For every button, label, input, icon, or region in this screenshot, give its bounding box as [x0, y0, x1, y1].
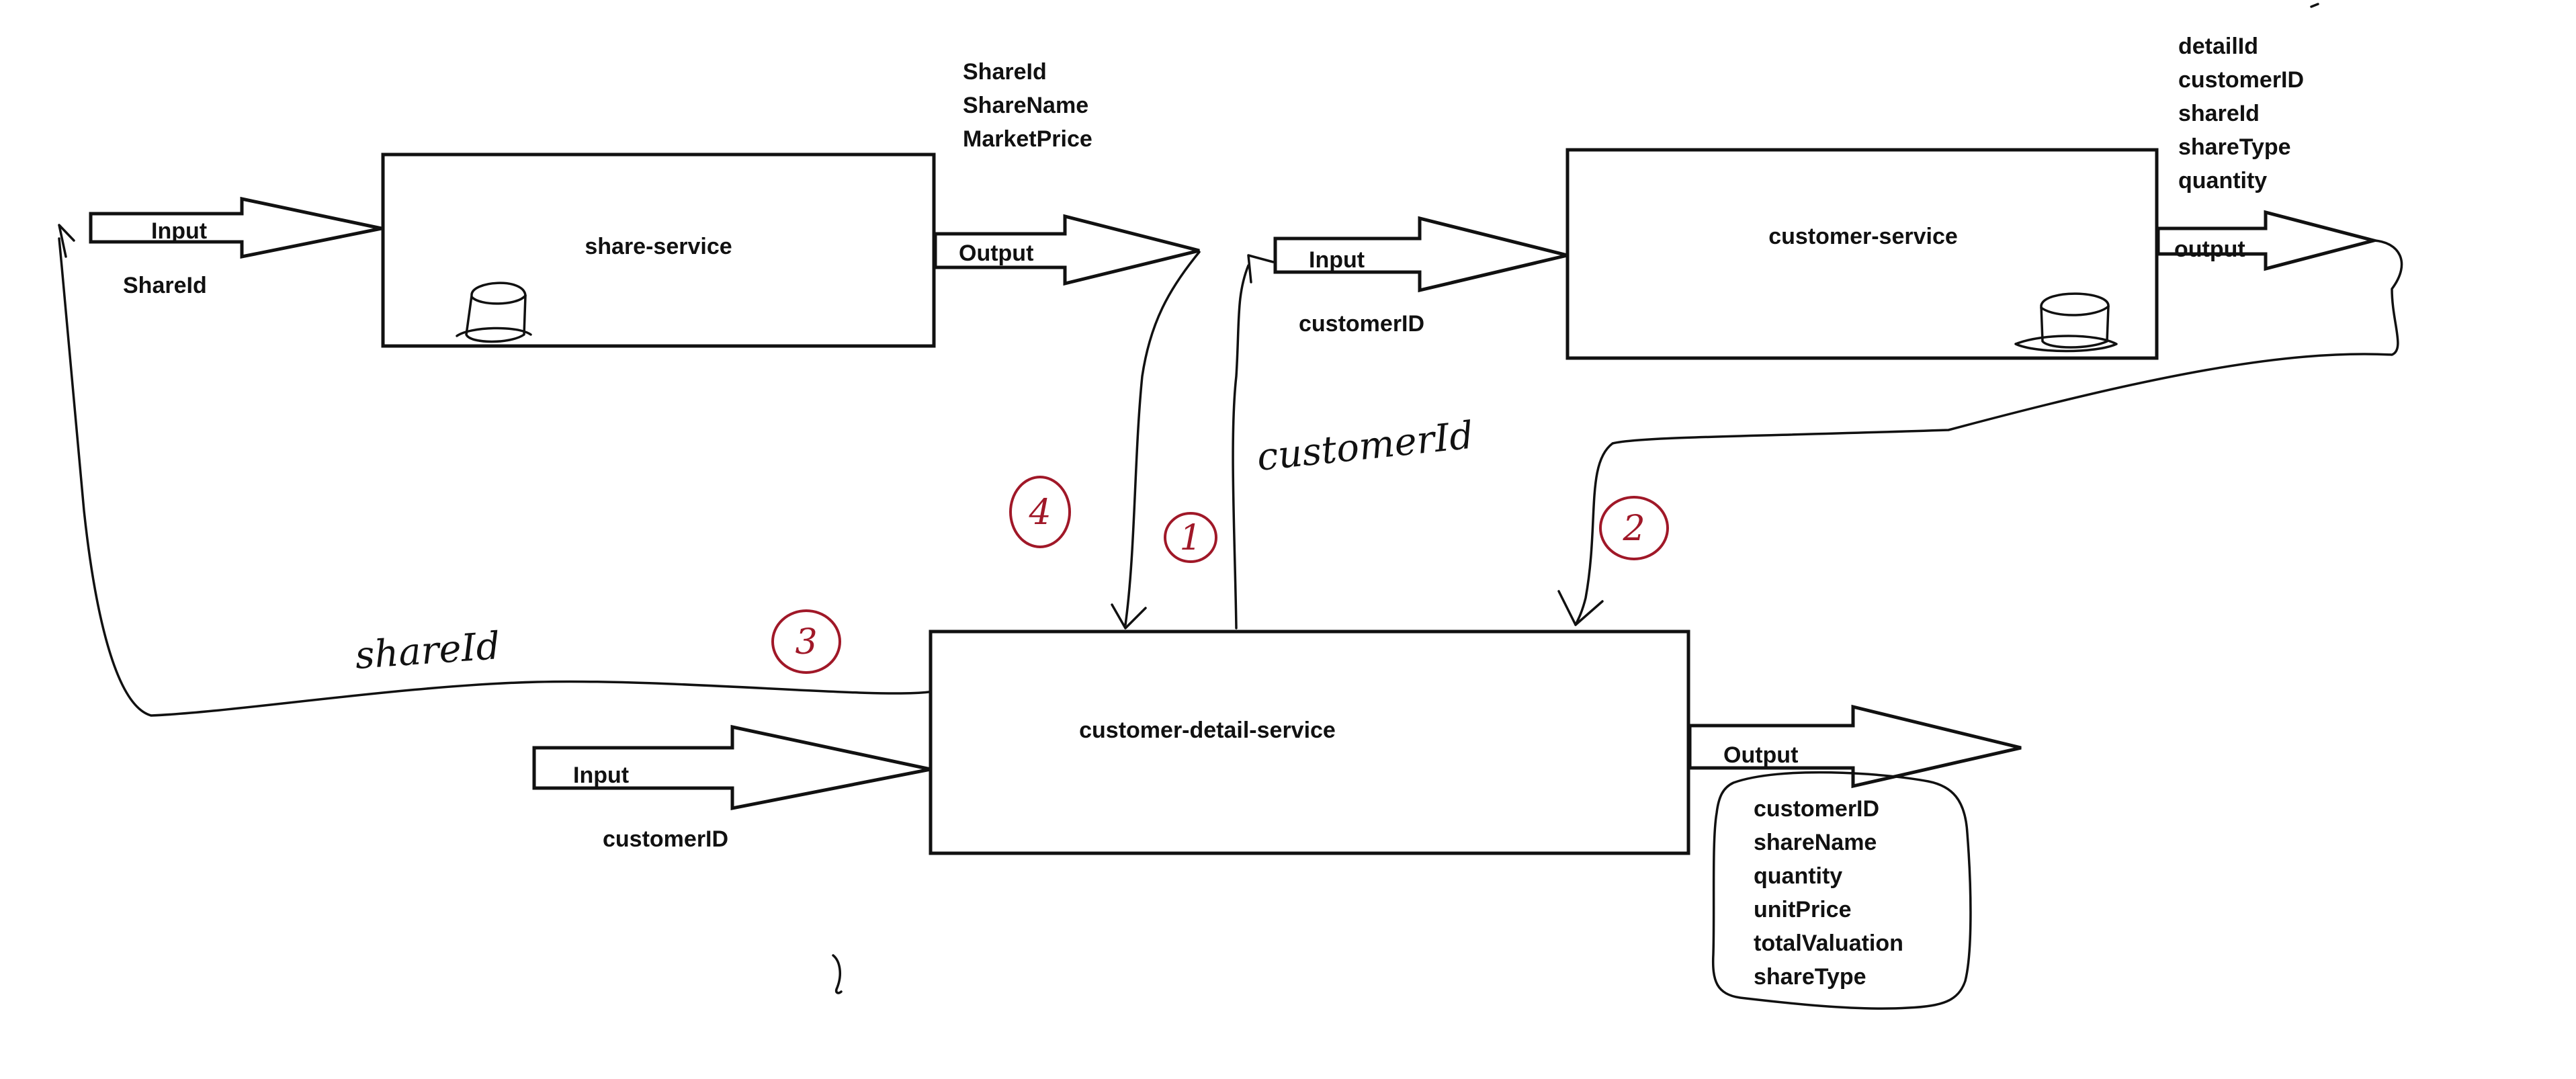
customer-output-field: detailId [2178, 34, 2258, 59]
share-output-field: ShareName [963, 93, 1088, 118]
customer-id-call-label: customerId [1255, 413, 1475, 479]
share-id-call-arrowhead [58, 224, 75, 258]
customer-detail-service-box [929, 630, 1690, 855]
step-marker-1: 1 [1164, 512, 1217, 563]
customer-service-output-fields: detailId customerID shareId shareType qu… [2178, 34, 2304, 193]
customer-service-output-arrow: output [2156, 210, 2380, 271]
customer-detail-output-label: Output [1723, 742, 1798, 768]
share-output-return-arrowhead [1111, 603, 1147, 630]
customer-output-field: customerID [2178, 67, 2304, 93]
customer-detail-input-param: customerID [603, 826, 728, 852]
step-marker-2: 2 [1599, 496, 1669, 560]
detail-output-field: customerID [1754, 796, 1879, 822]
customer-detail-input-arrow: Input [532, 724, 931, 811]
svg-text:3: 3 [795, 622, 817, 662]
share-output-return-line [1124, 251, 1201, 626]
customer-db-icon [2014, 292, 2118, 353]
customer-service-input-label: Input [1309, 247, 1365, 273]
detail-output-field: quantity [1754, 863, 1842, 889]
share-db-icon [456, 282, 532, 343]
customer-detail-service-title: customer-detail-service [1079, 718, 1336, 743]
share-service-input-param: ShareId [123, 273, 207, 298]
customer-service-box [1565, 148, 2159, 360]
svg-text:2: 2 [1622, 509, 1645, 549]
customer-output-return-line [1574, 239, 2403, 626]
detail-output-field: shareName [1754, 830, 1877, 855]
share-service-box [381, 153, 936, 348]
share-service-output-label: Output [959, 241, 1033, 266]
customer-detail-service-node: customer-detail-service [929, 630, 1690, 855]
customer-detail-output-bubble [1711, 771, 1972, 1010]
share-output-field: ShareId [963, 59, 1047, 85]
customer-output-return-arrowhead [1557, 590, 1604, 626]
share-service-output-fields: ShareId ShareName MarketPrice [963, 59, 1092, 152]
detail-output-field: unitPrice [1754, 897, 1851, 922]
step-marker-3: 3 [771, 609, 841, 674]
share-service-node: share-service [381, 153, 936, 348]
customer-detail-output-arrow: Output [1688, 704, 2022, 789]
share-id-call-line [58, 237, 930, 717]
stray-pen-mark [2310, 3, 2319, 8]
share-id-call-label: shareId [353, 624, 501, 678]
share-service-output-arrow: Output [933, 214, 1200, 286]
customer-detail-output-fields: customerID shareName quantity unitPrice … [1754, 796, 1903, 990]
customer-service-input-param: customerID [1299, 311, 1424, 337]
detail-output-field: totalValuation [1754, 931, 1903, 956]
customer-detail-input-label: Input [573, 763, 629, 788]
customer-output-field: quantity [2178, 168, 2267, 193]
svg-text:1: 1 [1179, 518, 1201, 558]
customer-service-input-arrow: Input [1273, 216, 1568, 293]
share-service-input-label: Input [151, 218, 207, 244]
share-service-title: share-service [585, 234, 732, 259]
customer-service-node: customer-service [1565, 148, 2159, 360]
share-output-field: MarketPrice [963, 126, 1092, 152]
share-service-input-arrow: Input [89, 196, 382, 259]
customer-service-title: customer-service [1768, 224, 1958, 249]
svg-text:4: 4 [1028, 492, 1051, 533]
customer-id-call-line [1232, 264, 1250, 630]
detail-output-field: shareType [1754, 964, 1866, 990]
customer-service-output-label: output [2174, 236, 2245, 262]
step-marker-4: 4 [1009, 476, 1071, 548]
customer-output-field: shareId [2178, 101, 2260, 126]
customer-id-call-arrowhead [1247, 254, 1275, 284]
stray-pen-mark [832, 954, 843, 994]
customer-output-field: shareType [2178, 134, 2291, 160]
